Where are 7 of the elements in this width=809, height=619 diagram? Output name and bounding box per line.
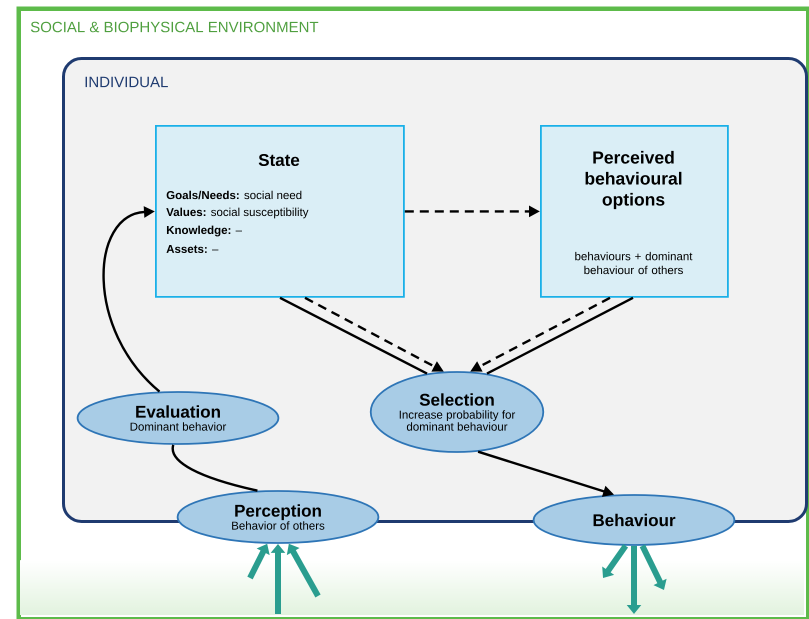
flow-arrow — [602, 544, 628, 578]
flow-arrow — [102, 206, 160, 392]
state-box: Perceived behavioural options behaviours + dominant behaviour of others — [540, 125, 729, 298]
connector-line — [279, 296, 428, 375]
connector-line — [172, 444, 258, 492]
connector-line — [486, 296, 634, 375]
state-box: State Goals/Needs: social need Values: social susceptibility Knowledge: – Assets: – — [155, 125, 405, 298]
